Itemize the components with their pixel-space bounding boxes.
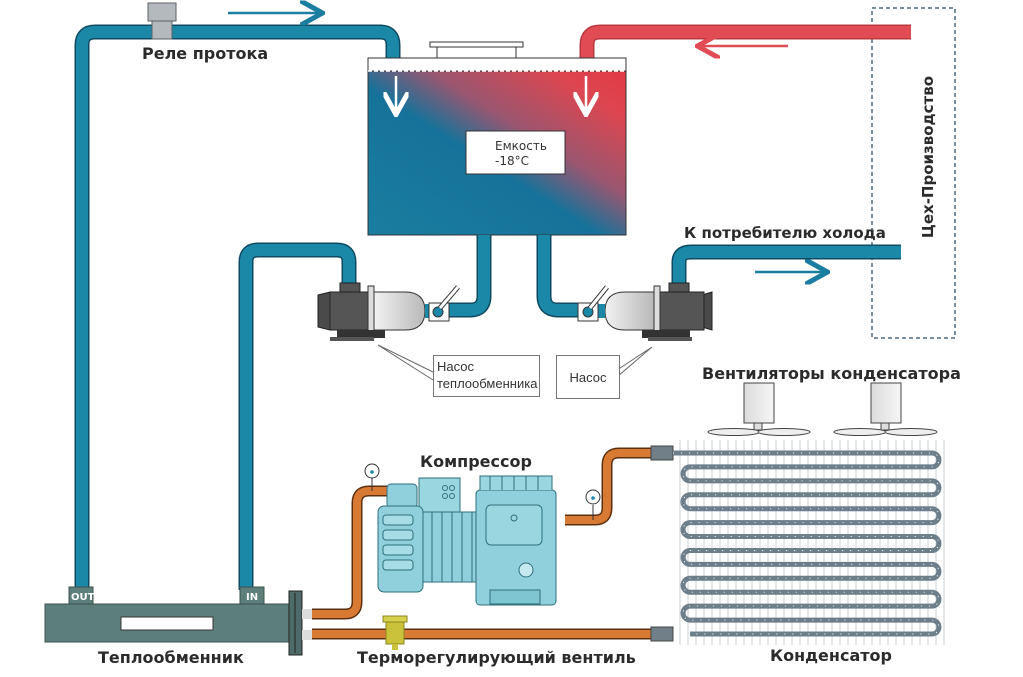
tank-label-box — [465, 130, 566, 175]
expansion-valve-icon — [382, 615, 408, 650]
heat-exchanger-pump-callout: Насос теплообменника — [433, 355, 540, 397]
workshop-boundary — [871, 7, 956, 339]
condenser-tube — [673, 450, 942, 637]
pump1-suction-pipe — [445, 235, 490, 316]
callout-line-1: Насос — [437, 359, 474, 374]
refrigerant-liquid-line — [302, 626, 674, 642]
pump-callout: Насос — [556, 355, 620, 399]
condenser-fans-label: Вентиляторы конденсатора — [702, 364, 961, 383]
tank-temperature: -18°C — [495, 154, 529, 168]
heat-exchanger-pump — [317, 282, 460, 341]
heat-exchanger-label: Теплообменник — [98, 648, 244, 667]
condenser-coil — [673, 440, 945, 645]
refrigerant-suction-line — [302, 463, 405, 620]
flow-relay-icon — [147, 2, 177, 22]
tank-name: Емкость — [495, 139, 547, 153]
condenser-fan-1 — [707, 382, 811, 436]
hot-return-pipe — [581, 26, 911, 70]
port-out-label: OUT — [71, 592, 95, 603]
port-in-label: IN — [246, 592, 258, 603]
compressor-label: Компрессор — [420, 452, 532, 471]
heat-exchanger: OUT IN — [44, 586, 303, 656]
workshop-label: Цех-Производство — [919, 75, 937, 239]
consumer-supply-pipe — [673, 246, 901, 290]
consumer-pump — [577, 282, 713, 341]
expansion-valve-label: Терморегулирующий вентиль — [357, 648, 636, 667]
to-consumer-label: К потребителю холода — [684, 224, 886, 242]
supply-pipe — [76, 26, 399, 590]
heat-exchanger-inlet-pipe — [240, 244, 355, 590]
callout-line-2: теплообменника — [437, 376, 538, 391]
flow-relay-label: Реле протока — [142, 44, 269, 63]
compressor-icon — [377, 475, 557, 606]
pump2-suction-pipe — [538, 235, 585, 316]
tank-lid — [429, 41, 524, 48]
condenser-fan-2 — [833, 382, 938, 436]
refrigerant-discharge-line — [565, 445, 674, 526]
condenser-label: Конденсатор — [770, 646, 892, 665]
